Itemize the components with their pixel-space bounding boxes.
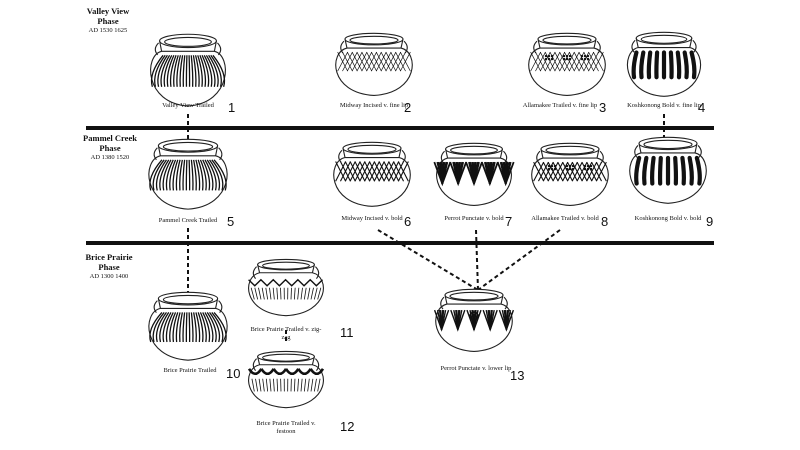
vessel-label: Pammel Creek Trailed: [158, 217, 218, 224]
vessel-11-drawing: [248, 258, 324, 317]
vessel-number: 1: [228, 100, 236, 115]
vessel-label: Koshkonong Bold v. fine lip: [627, 102, 701, 109]
vessel-label: Brice Prairie Trailed: [163, 367, 217, 374]
vessel-4-drawing: [626, 31, 702, 97]
phase-brice-prairie: Brice Prairie Phase AD 1300 1400: [78, 252, 140, 282]
vessel-13-drawing: [433, 288, 515, 352]
vessel-label: Koshkonong Bold v. bold: [634, 215, 702, 222]
vessel-12: [238, 348, 334, 419]
vessel-2-drawing: [335, 32, 413, 96]
vessel-3-drawing: [528, 32, 606, 96]
vessel-number: 8: [601, 214, 609, 229]
vessel-label: Midway Incised v. bold: [341, 215, 403, 222]
phase-pammel-creek: Pammel Creek Phase AD 1380 1520: [78, 133, 142, 163]
vessel-number: 6: [404, 214, 412, 229]
vessel-label: Allamakee Trailed v. fine lip: [522, 102, 598, 109]
vessel-1-drawing: [150, 33, 226, 107]
vessel-9: [619, 134, 717, 215]
vessel-13: [425, 286, 523, 363]
link-6-13: [377, 229, 479, 291]
vessel-label: Allamakee Trailed v. bold: [531, 215, 599, 222]
phase-name: Valley View Phase: [86, 6, 130, 26]
phase-dates: AD 1300 1400: [89, 273, 129, 280]
vessel-8: [521, 140, 619, 217]
vessel-2: [325, 30, 423, 107]
vessel-label: Valley View Trailed: [162, 102, 214, 109]
vessel-3: [518, 30, 616, 107]
vessel-number: 5: [227, 214, 235, 229]
vessel-1: [140, 31, 236, 118]
vessel-number: 13: [510, 368, 525, 383]
vessel-number: 4: [698, 100, 706, 115]
vessel-12-drawing: [247, 350, 325, 409]
vessel-label: Brice Prairie Trailed v. zig-zag: [250, 326, 322, 341]
vessel-8-drawing: [531, 142, 609, 206]
link-7-13: [475, 229, 479, 291]
vessel-number: 10: [226, 366, 241, 381]
phase-divider: [86, 126, 714, 130]
vessel-number: 9: [706, 214, 714, 229]
vessel-7: [426, 140, 522, 217]
vessel-label: Perrot Punctate v. bold: [444, 215, 504, 222]
vessel-4: [617, 29, 711, 108]
phase-valley-view: Valley View Phase AD 1530 1625: [78, 6, 138, 36]
phase-dates: AD 1380 1520: [90, 154, 130, 161]
vessel-9-drawing: [629, 136, 707, 204]
link-8-13: [477, 229, 561, 291]
vessel-6: [323, 139, 421, 218]
phase-dates: AD 1530 1625: [88, 27, 128, 34]
vessel-number: 2: [404, 100, 412, 115]
vessel-11: [238, 256, 334, 327]
vessel-number: 11: [340, 325, 354, 340]
phase-name: Brice Prairie Phase: [85, 252, 133, 272]
phase-name: Pammel Creek Phase: [83, 133, 137, 153]
vessel-10-drawing: [148, 291, 228, 361]
phase-divider: [86, 241, 714, 245]
vessel-label: Brice Prairie Trailed v. festoon: [256, 420, 316, 435]
vessel-6-drawing: [333, 141, 411, 207]
vessel-7-drawing: [433, 142, 515, 206]
vessel-number: 3: [599, 100, 607, 115]
vessel-number: 7: [505, 214, 513, 229]
vessel-label: Perrot Punctate v. lower lip: [440, 365, 512, 372]
vessel-10: [138, 289, 238, 372]
vessel-number: 12: [340, 419, 355, 434]
vessel-5-drawing: [148, 138, 228, 210]
vessel-label: Midway Incised v. fine lip: [339, 102, 409, 109]
vessel-5: [138, 136, 238, 221]
